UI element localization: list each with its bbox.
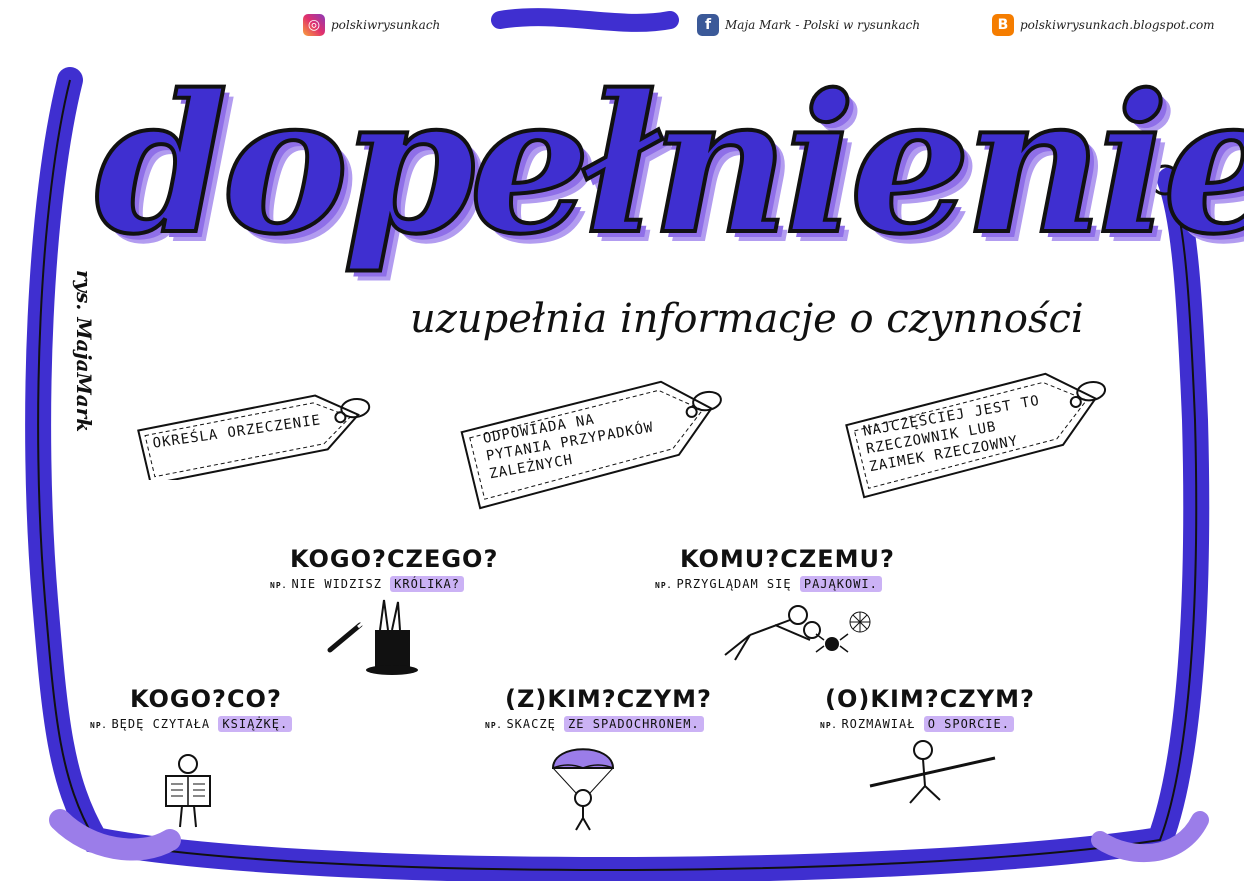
question-heading: KOMU?CZEMU? <box>680 545 895 573</box>
question-heading: (O)KIM?CZYM? <box>825 685 1035 713</box>
question-example: NP.Rozmawiał o sporcie. <box>820 716 1035 732</box>
question-heading: KOGO?CO? <box>130 685 282 713</box>
facebook-name: Maja Mark - Polski w rysunkach <box>725 18 921 32</box>
blog-url: polskiwrysunkach.blogspot.com <box>1020 18 1215 32</box>
pole-vaulter-icon <box>869 740 996 804</box>
question-locative: (O)KIM?CZYM? NP.Rozmawiał o sporcie. <box>820 685 1035 732</box>
example-highlight: książkę. <box>218 716 293 732</box>
tag-1: Określa orzeczenie <box>130 385 375 480</box>
author-credit: rys. MajaMark <box>72 270 96 433</box>
tag-3: najczęściej jest to rzeczownik lub zaime… <box>835 365 1120 500</box>
parachute-icon <box>551 748 615 831</box>
question-genitive: KOGO?CZEGO? NP.Nie widzisz królika? <box>270 545 499 592</box>
blogger-icon: B <box>992 14 1014 36</box>
page-title: dopełnienie <box>93 51 1244 278</box>
question-example: NP.Nie widzisz królika? <box>270 576 498 592</box>
example-highlight: ze spadochronem. <box>564 716 704 732</box>
facebook-link[interactable]: f Maja Mark - Polski w rysunkach <box>697 14 920 36</box>
example-highlight: o sporcie. <box>923 716 1014 732</box>
example-highlight: królika? <box>390 576 464 592</box>
question-accusative: KOGO?CO? NP.Będę czytała książkę. <box>90 685 293 732</box>
question-dative: KOMU?CZEMU? NP.Przyglądam się pająkowi. <box>655 545 895 592</box>
subtitle: uzupełnia informacje o czynności <box>410 296 1084 342</box>
instagram-icon: ◎ <box>303 14 325 36</box>
instagram-link[interactable]: ◎ polskiwrysunkach <box>303 14 440 36</box>
tag-shape <box>845 372 1107 499</box>
question-example: NP.Przyglądam się pająkowi. <box>655 576 895 592</box>
question-example: NP.Będę czytała książkę. <box>90 716 293 732</box>
tag-shape <box>137 394 371 480</box>
tag-shape <box>460 380 722 510</box>
question-example: NP.Skaczę ze spadochronem. <box>485 716 712 732</box>
question-heading: KOGO?CZEGO? <box>290 545 499 573</box>
blog-link[interactable]: B polskiwrysunkach.blogspot.com <box>992 14 1215 36</box>
question-instrumental: (Z)KIM?CZYM? NP.Skaczę ze spadochronem. <box>485 685 712 732</box>
tag-2: odpowiada na pytania przypadków zależnyc… <box>450 370 735 510</box>
reading-person-icon <box>165 754 211 828</box>
example-highlight: pająkowi. <box>799 576 882 592</box>
magic-hat-icon <box>327 599 418 675</box>
facebook-icon: f <box>697 14 719 36</box>
question-heading: (Z)KIM?CZYM? <box>505 685 712 713</box>
instagram-handle: polskiwrysunkach <box>331 18 441 32</box>
magnifier-spider-icon <box>724 605 871 661</box>
